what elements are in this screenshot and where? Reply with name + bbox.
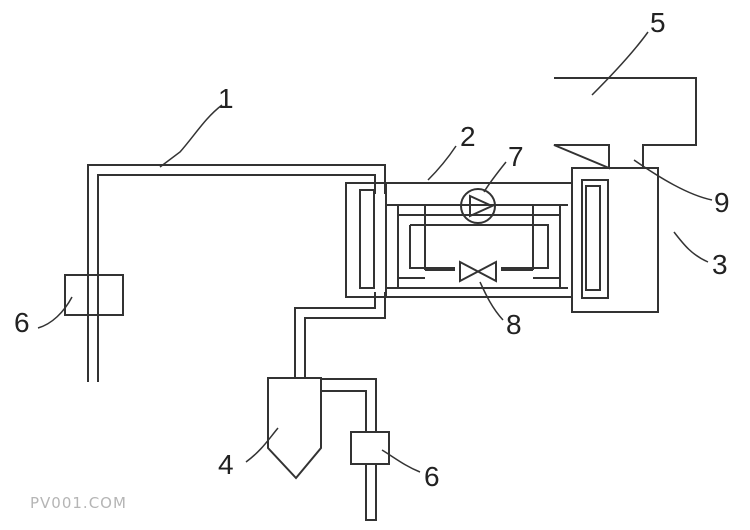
expansion-valve-icon	[459, 260, 497, 283]
container-5	[553, 77, 697, 170]
pipe-to-separator	[294, 292, 386, 378]
label-6-left: 6	[14, 307, 30, 338]
heat-exchanger-3-core	[585, 185, 601, 291]
leader-6b	[381, 449, 421, 473]
refrigerant-loop-outer	[386, 182, 572, 298]
label-4: 4	[218, 449, 234, 480]
label-8: 8	[506, 309, 522, 340]
label-3: 3	[712, 249, 728, 280]
label-9: 9	[714, 187, 730, 218]
heat-exchanger-2	[345, 182, 387, 298]
label-6-right: 6	[424, 461, 440, 492]
leader-5	[591, 31, 649, 96]
pump-7	[460, 188, 496, 224]
separator-4	[267, 377, 322, 480]
leader-7	[483, 161, 507, 193]
pipe-1	[87, 164, 386, 382]
heat-exchanger-2-inner	[359, 189, 375, 289]
component-6-left	[64, 274, 124, 316]
label-1: 1	[218, 83, 234, 114]
label-5: 5	[650, 7, 666, 38]
heat-exchanger-3	[571, 167, 659, 313]
leader-1	[159, 104, 223, 168]
pump-icon	[469, 194, 495, 218]
label-7: 7	[508, 141, 524, 172]
leader-2	[427, 145, 457, 181]
leader-3	[673, 231, 709, 263]
leader-4	[245, 427, 279, 463]
leader-9	[633, 159, 713, 201]
pipe-outlet	[321, 378, 377, 521]
label-2: 2	[460, 121, 476, 152]
leader-6a	[37, 296, 73, 329]
component-6-right	[350, 431, 390, 465]
leader-8	[479, 281, 504, 321]
watermark: PV001.COM	[30, 494, 127, 512]
heat-exchanger-3-inner	[581, 179, 609, 299]
